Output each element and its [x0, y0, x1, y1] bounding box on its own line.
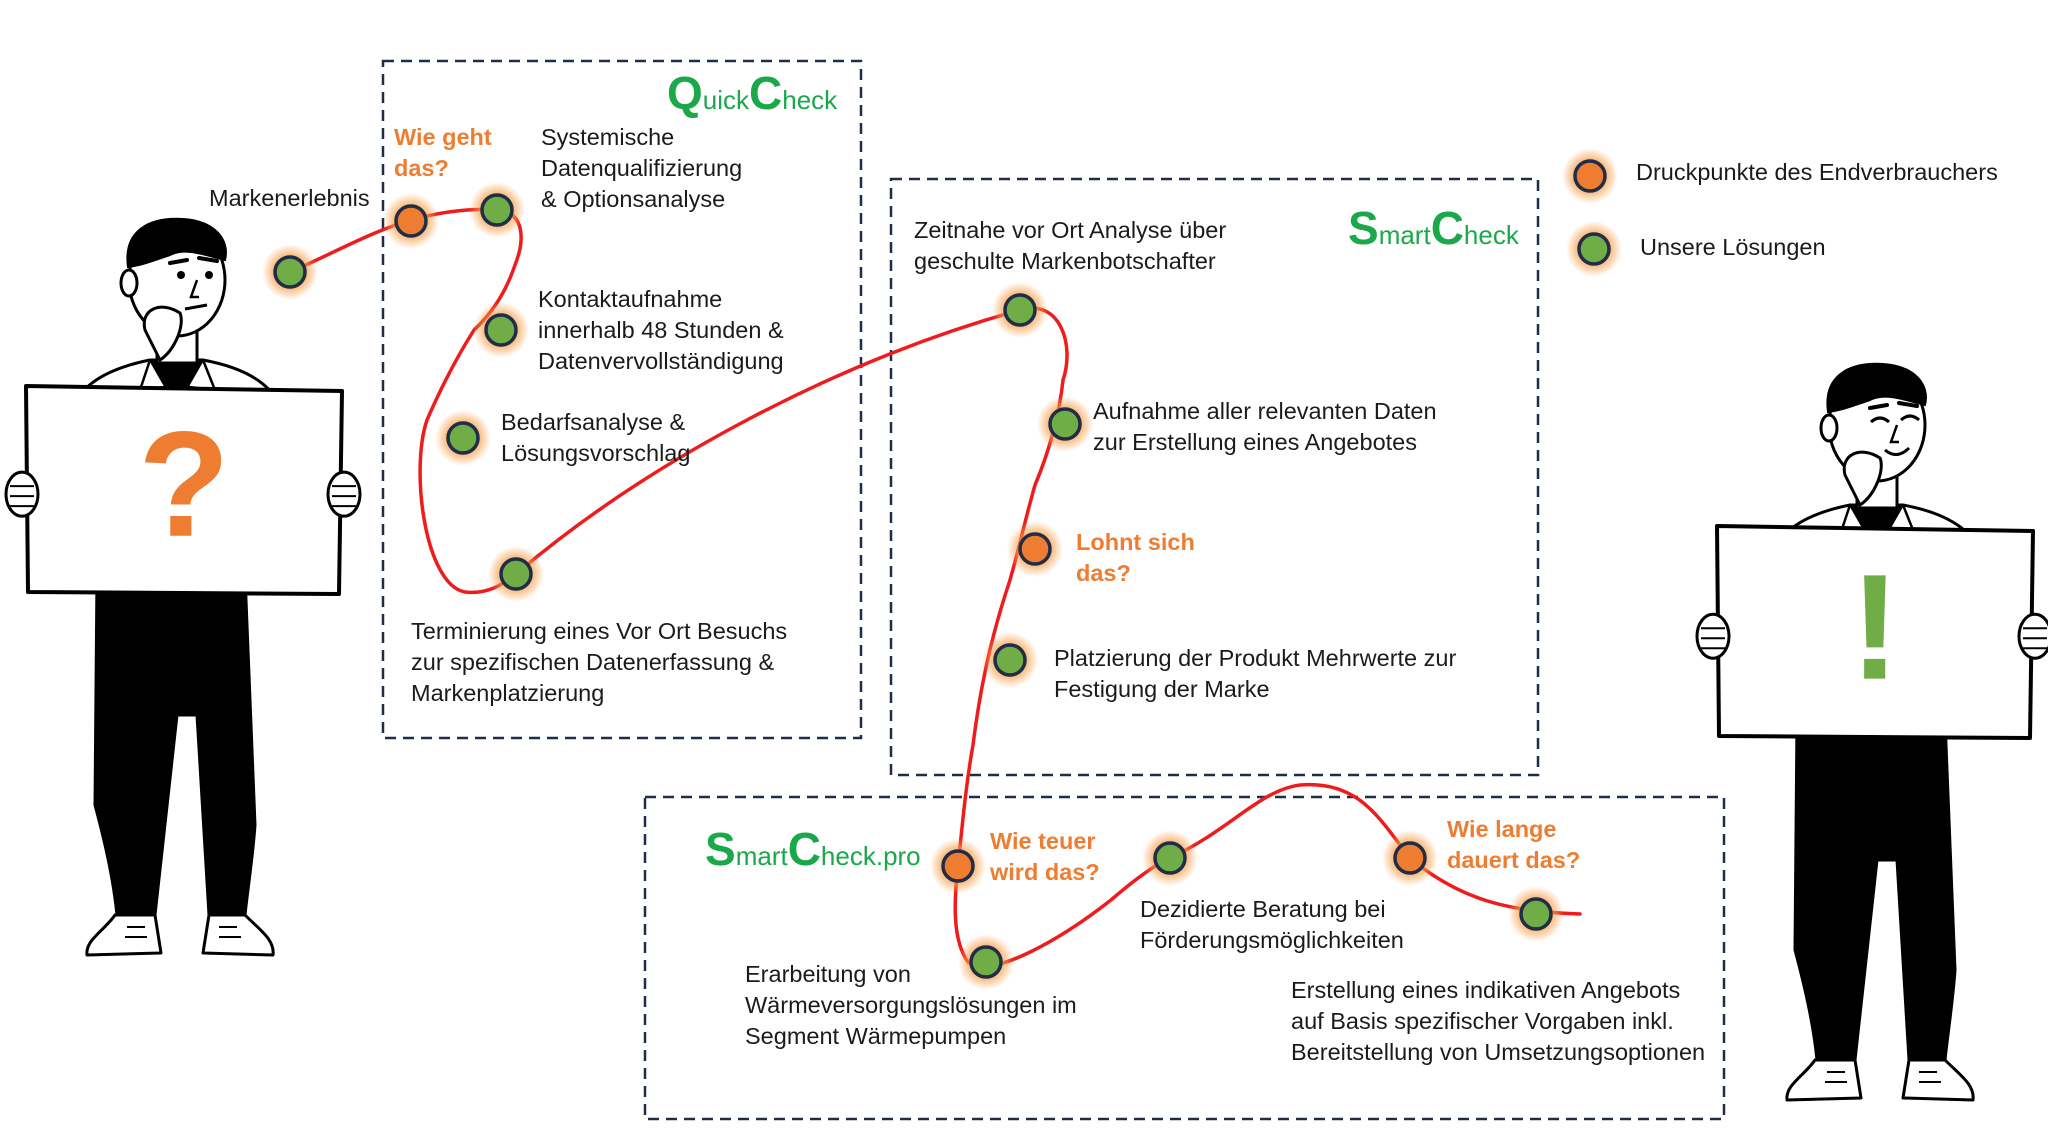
legend-solution-icon — [1566, 221, 1622, 277]
dot-kontaktaufnahme — [473, 302, 529, 358]
happy-person-right-sign — [1715, 524, 2035, 740]
dot-markenerlebnis — [262, 244, 318, 300]
legend-pain-label: Druckpunkte des Endverbrauchers — [1636, 159, 1998, 185]
legend-solution-label: Unsere Lösungen — [1640, 234, 1826, 260]
dot-terminierung — [488, 546, 544, 602]
happy-person-right-sign-glyph: ! — [1850, 543, 1900, 711]
smartcheck-frame — [889, 177, 1540, 777]
dot-platzierung — [982, 632, 1038, 688]
thinking-person-left-sign — [24, 384, 344, 596]
dot-zeitnahe — [992, 282, 1048, 338]
smartcheck-logo: SmartCheck — [1348, 202, 1519, 254]
dot-systemische — [469, 182, 525, 238]
happy-person-right: ! — [1695, 362, 2048, 1102]
quickcheck-frame — [381, 59, 863, 740]
dot-erstellung — [1508, 886, 1564, 942]
dot-wie-lange — [1382, 830, 1438, 886]
legend-pain-icon — [1562, 148, 1618, 204]
dot-erarbeitung — [958, 934, 1014, 990]
dot-wie-geht-das — [383, 193, 439, 249]
dot-bedarfsanalyse — [435, 410, 491, 466]
thinking-person-left: ? — [4, 217, 362, 957]
dot-aufnahme — [1037, 396, 1093, 452]
smartcheck-pro-logo: SmartCheck.pro — [705, 823, 921, 875]
dot-wie-teuer — [930, 838, 986, 894]
dot-lohnt-sich — [1007, 521, 1063, 577]
quickcheck-logo: QuickCheck — [667, 67, 838, 119]
dot-dezidierte — [1142, 830, 1198, 886]
label-markenerlebnis: Markenerlebnis — [209, 185, 370, 211]
label-bedarfsanalyse: Bedarfsanalyse &Lösungsvorschlag — [501, 409, 691, 466]
thinking-person-left-sign-glyph: ? — [138, 400, 230, 568]
